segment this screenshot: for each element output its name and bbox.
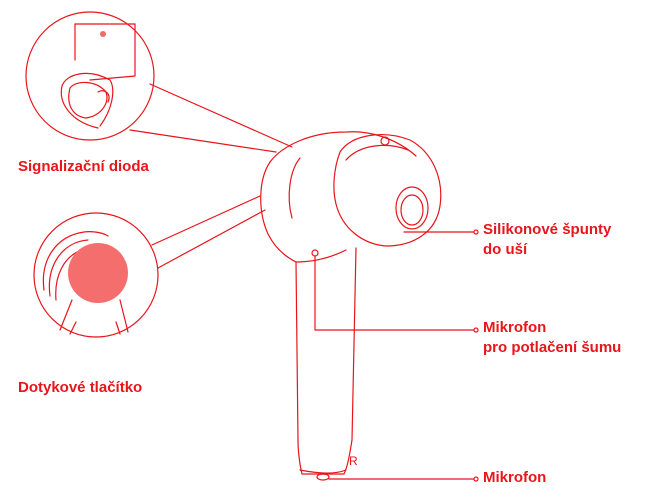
noise-mic-callout-line [314,255,475,331]
led-callout-lines [129,83,293,153]
bottom-mic-hole [316,473,330,481]
led-detail-circle [25,11,155,141]
noise-mic-hole [311,249,319,257]
touch-callout-lines [151,195,266,269]
side-mark-r: R [349,454,358,468]
touch-button-fill [68,243,128,303]
led-dot-icon [100,31,106,37]
eartip-label: Silikonové špunty do uší [483,221,612,258]
earbud-body [260,131,442,475]
led-label: Signalizační dioda [18,158,149,175]
mic-label: Mikrofon [483,469,547,486]
noise-mic-label: Mikrofon pro potlačení šumu [483,319,622,356]
touch-button-label: Dotykové tlačítko [18,379,143,396]
